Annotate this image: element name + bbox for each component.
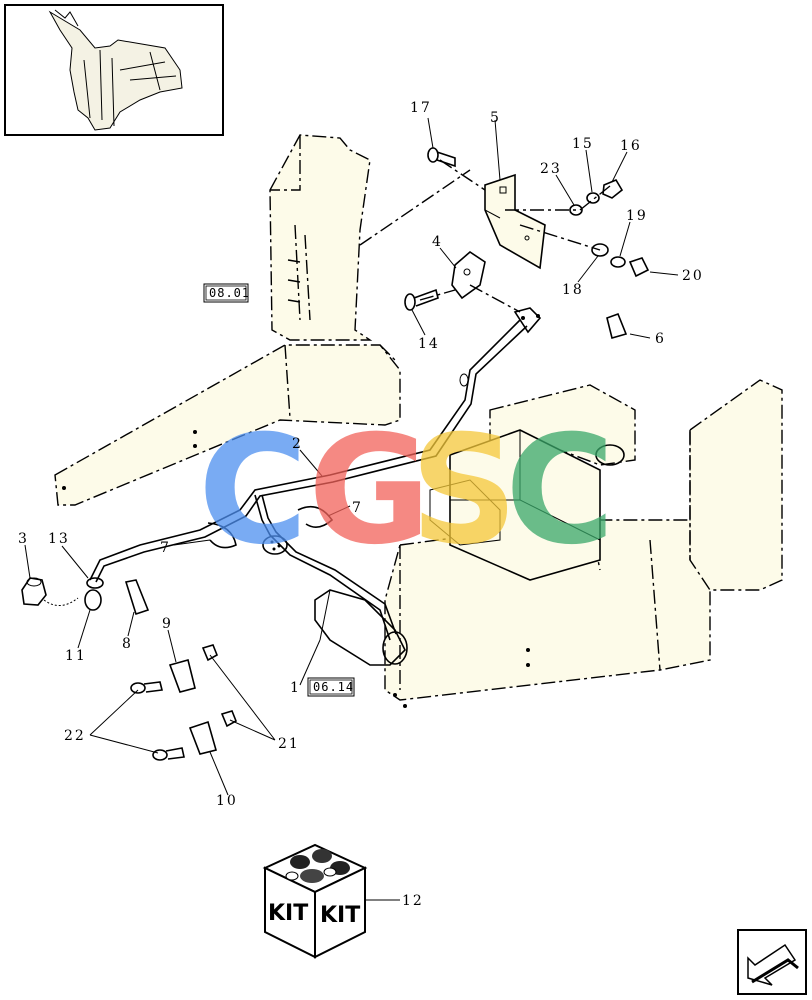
callout-20[interactable]: 20 xyxy=(682,268,704,284)
callout-5[interactable]: 5 xyxy=(490,110,501,126)
callout-18[interactable]: 18 xyxy=(562,282,584,298)
callout-22[interactable]: 22 xyxy=(64,728,86,744)
overview-thumbnail[interactable] xyxy=(4,4,224,136)
callout-1[interactable]: 1 xyxy=(290,680,301,696)
watermark-letter-1: C xyxy=(198,404,308,578)
socket-assembly xyxy=(314,589,408,666)
callout-10[interactable]: 10 xyxy=(216,793,238,809)
callout-4[interactable]: 4 xyxy=(432,234,443,250)
connector-collar xyxy=(84,577,104,611)
reference-08-01-text: 08.01 xyxy=(209,286,250,300)
callout-7-left[interactable]: 7 xyxy=(160,540,171,556)
reference-06-14-text: 06.14 xyxy=(313,680,354,694)
callout-6[interactable]: 6 xyxy=(655,331,666,347)
right-frame-assembly xyxy=(384,379,783,708)
callout-2[interactable]: 2 xyxy=(292,436,303,452)
machine-overview-thumbnail-icon xyxy=(48,9,183,131)
hose-clamp-7-left xyxy=(207,522,237,549)
leader-lines xyxy=(24,117,679,901)
callout-12[interactable]: 12 xyxy=(402,893,424,909)
watermark-letter-2: G xyxy=(308,404,431,578)
callout-8[interactable]: 8 xyxy=(122,636,133,652)
kit-contents xyxy=(285,849,350,883)
clip-9 xyxy=(168,659,196,693)
reference-box-08-01[interactable]: 08.01 xyxy=(203,283,250,303)
kit-label-right: KIT xyxy=(320,903,360,928)
watermark-letter-4: C xyxy=(505,404,615,578)
cable-harness xyxy=(89,307,542,641)
limit-switch xyxy=(451,250,486,300)
kit-box: KIT KIT xyxy=(262,843,368,959)
callout-labels: 17 5 15 16 23 19 4 20 18 14 6 2 7 7 3 13… xyxy=(18,100,704,909)
watermark-letter-3: S xyxy=(410,404,518,578)
bolt-22-lower xyxy=(152,747,185,761)
bolt-22-upper xyxy=(130,681,163,694)
callout-7-right[interactable]: 7 xyxy=(352,500,363,516)
hose-clamp-7-right xyxy=(297,505,334,528)
callout-3[interactable]: 3 xyxy=(18,531,29,547)
callout-21[interactable]: 21 xyxy=(278,736,300,752)
callout-14[interactable]: 14 xyxy=(418,336,440,352)
watermark-logo: C G S C xyxy=(198,404,615,578)
clip-8 xyxy=(124,579,150,616)
next-page-arrow-icon[interactable] xyxy=(737,929,807,995)
callout-11[interactable]: 11 xyxy=(65,648,87,664)
clip-6 xyxy=(606,312,628,339)
callout-13[interactable]: 13 xyxy=(48,531,70,547)
callout-17[interactable]: 17 xyxy=(410,100,432,116)
callout-16[interactable]: 16 xyxy=(620,138,642,154)
actuator-block xyxy=(429,429,625,581)
clip-10 xyxy=(188,720,217,755)
assembly-center-lines xyxy=(359,159,611,313)
nut-21-lower xyxy=(220,710,238,728)
plug-connector xyxy=(262,535,288,555)
left-lower-arm xyxy=(54,344,401,506)
nut-21-upper xyxy=(201,644,219,662)
bolt-17 xyxy=(427,147,456,168)
hardware-washers-nuts xyxy=(569,178,650,278)
screw-14 xyxy=(404,288,439,311)
dust-cap xyxy=(21,577,79,606)
kit-label-left: KIT xyxy=(268,901,308,926)
reference-box-06-14[interactable]: 06.14 xyxy=(307,677,355,697)
mounting-bracket xyxy=(484,173,546,270)
callout-23[interactable]: 23 xyxy=(540,161,562,177)
left-upright-frame xyxy=(269,134,373,341)
callout-15[interactable]: 15 xyxy=(572,136,594,152)
callout-19[interactable]: 19 xyxy=(626,208,648,224)
callout-9[interactable]: 9 xyxy=(162,616,173,632)
